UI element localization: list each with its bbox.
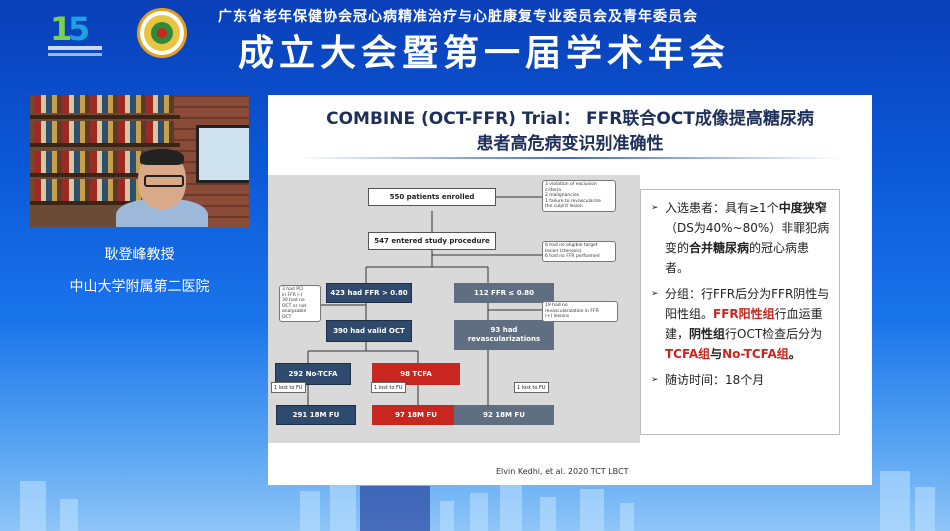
svg-text:1: 1 [50, 10, 72, 48]
association-logo: 1 5 [44, 6, 106, 62]
note-pci: 3 had PCI in FFR (-) 30 had no OCT or no… [279, 285, 321, 322]
slide-citation: Elvin Kedhi, et al. 2020 TCT LBCT [496, 467, 629, 476]
study-info-box: ➢ 入选患者：具有≥1个中度狭窄 （DS为40%~80%）非罪犯病变的合并糖尿病的… [640, 189, 840, 435]
info-bullet-grouping: ➢ 分组：行FFR后分为FFR阴性与阳性组。FFR阳性组行血运重建，阴性组行OC… [651, 284, 831, 364]
inclusion-text-e: 的冠心病患者。 [665, 241, 810, 275]
arrow-bullet-icon: ➢ [651, 375, 659, 385]
note-exclusion-line2: criteria [545, 187, 561, 193]
grouping-text-tcfa: TCFA组 [665, 347, 711, 361]
grouping-text-e: 行OCT检查后分为 [725, 327, 823, 341]
svg-text:5: 5 [68, 10, 90, 48]
note-exclusion: 3 violation of exclusion criteria 2 mali… [542, 180, 616, 212]
info-bullet-followup: ➢ 随访时间：18个月 [651, 370, 831, 390]
note-exclusion-line1: 3 violation of exclusion [545, 182, 597, 187]
arrow-bullet-icon: ➢ [651, 203, 659, 213]
note-pci-line5: analyzable [282, 309, 307, 314]
flow-entered: 547 entered study procedure [368, 232, 496, 250]
note-no-revasc: 19 had no revascularization in FFR (+) l… [542, 301, 618, 322]
speaker-webcam-video [30, 95, 249, 227]
arrow-bullet-icon: ➢ [651, 289, 659, 299]
header-title: 成立大会暨第一届学术年会 [238, 33, 731, 74]
flow-enrolled: 550 patients enrolled [368, 188, 496, 206]
flow-lost-fu-3: 1 lost to FU [514, 382, 549, 393]
inclusion-text-c: （DS为40%~80%）非罪犯病变的 [665, 221, 830, 255]
flow-no-tcfa: 292 No-TCFA [275, 363, 351, 385]
note-norevasc-line3: (+) lesions [545, 314, 570, 319]
header-subtitle: 广东省老年保健协会冠心病精准治疗与心脏康复专业委员会及青年委员会 [218, 9, 698, 25]
flow-tcfa: 98 TCFA [372, 363, 460, 385]
note-exclusion-line3: 2 malignancies [545, 193, 580, 198]
flow-revascularizations: 93 had revascularizations [454, 320, 554, 350]
note-norevasc-line2: revascularization in FFR [545, 308, 599, 314]
flow-revasc-line2: revascularizations [467, 335, 541, 343]
note-pci-line3: 30 had no [282, 298, 305, 303]
note-pci-line6: OCT [282, 314, 292, 320]
study-flowchart: 550 patients enrolled 547 entered study … [268, 175, 640, 443]
note-target-lesion: 6 had no eligible target lesion (stenosi… [542, 241, 616, 262]
flow-fu-revasc: 92 18M FU [454, 405, 554, 425]
note-target-line3: 6 had no FFR performed [545, 254, 600, 259]
slide-title-line2: 患者高危病变识别准确性 [476, 134, 664, 154]
grouping-text-and: 与 [710, 347, 723, 361]
note-pci-line4: OCT or not [282, 303, 307, 309]
note-target-line2: lesion (stenosis) [545, 248, 582, 254]
grouping-text-a: 分组：行FFR后分为FFR阴性与阳性组。 [665, 287, 830, 321]
inclusion-text-a: 入选患者：具有≥1个 [665, 201, 779, 215]
note-pci-line1: 3 had PCI [282, 287, 304, 292]
grouping-text-c: 行血运重建， [665, 307, 823, 341]
grouping-text-ffr-positive: FFR阳性组 [713, 307, 775, 321]
flow-fu-no-tcfa: 291 18M FU [276, 405, 356, 425]
note-target-line1: 6 had no eligible target [545, 243, 598, 248]
note-pci-line2: in FFR (-) [282, 292, 303, 298]
speaker-name: 耿登峰教授 [104, 247, 175, 263]
inclusion-text-diabetes: 合并糖尿病 [689, 241, 750, 255]
presentation-slide: COMBINE (OCT-FFR) Trial： FFR联合OCT成像提高糖尿病… [268, 95, 872, 485]
flow-fu-tcfa: 97 18M FU [372, 405, 460, 425]
inclusion-text-moderate-stenosis: 中度狭窄 [778, 201, 827, 215]
grouping-text-negative: 阴性组 [689, 327, 726, 341]
note-norevasc-line1: 19 had no [545, 303, 568, 308]
slide-divider [298, 157, 842, 159]
info-bullet-inclusion: ➢ 入选患者：具有≥1个中度狭窄 （DS为40%~80%）非罪犯病变的合并糖尿病的… [651, 198, 831, 278]
flow-lost-fu-2: 1 lost to FU [371, 382, 406, 393]
flow-revasc-line1: 93 had [490, 326, 518, 334]
note-exclusion-line4: 1 failure to revascularize [545, 198, 601, 204]
speaker-affiliation: 中山大学附属第二医院 [69, 279, 210, 295]
followup-text: 随访时间：18个月 [665, 373, 765, 387]
grouping-text-no-tcfa: No-TCFA组 [722, 347, 789, 361]
flow-ffr-negative: 423 had FFR > 0.80 [326, 283, 412, 303]
flow-lost-fu-1: 1 lost to FU [271, 382, 306, 393]
hospital-emblem [137, 8, 187, 58]
note-exclusion-line5: the culprit lesion [545, 204, 583, 209]
slide-title-line1: COMBINE (OCT-FFR) Trial： FFR联合OCT成像提高糖尿病 [326, 109, 814, 129]
flow-valid-oct: 390 had valid OCT [326, 320, 412, 342]
grouping-text-period: 。 [788, 347, 801, 361]
flow-ffr-positive: 112 FFR ≤ 0.80 [454, 283, 554, 303]
